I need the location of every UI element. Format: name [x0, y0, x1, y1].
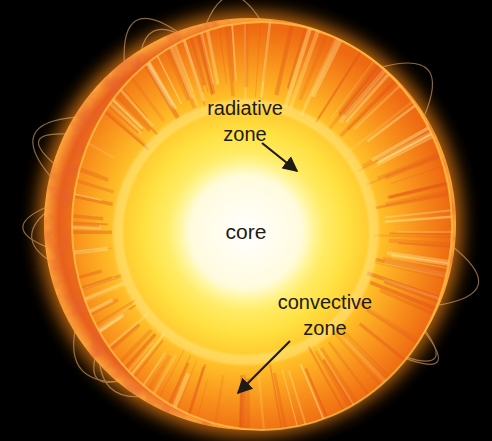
- streak: [63, 300, 135, 345]
- convection-streaks: [31, 17, 461, 441]
- streak: [138, 46, 172, 105]
- streak: [36, 186, 102, 201]
- leader-arrow: [262, 143, 297, 171]
- streak: [274, 373, 288, 441]
- zone-label: convective zone: [265, 289, 385, 341]
- zone-label: core: [226, 219, 267, 245]
- streak: [340, 69, 386, 123]
- streak: [378, 151, 445, 179]
- streak: [31, 223, 99, 226]
- streak: [372, 126, 433, 161]
- streak: [68, 315, 124, 353]
- streak: [276, 22, 292, 95]
- streak: [146, 350, 184, 423]
- streak: [263, 18, 270, 81]
- streak: [339, 326, 398, 385]
- streak: [354, 84, 402, 129]
- streak: [240, 375, 242, 441]
- streak: [376, 193, 458, 208]
- streak: [385, 209, 460, 217]
- streak: [385, 262, 457, 277]
- core-glow: [166, 152, 326, 312]
- leader-arrow: [238, 341, 290, 393]
- streak: [48, 284, 125, 317]
- streak: [165, 373, 189, 431]
- streak: [133, 355, 170, 415]
- prominence: [23, 207, 47, 247]
- streak: [261, 18, 270, 97]
- cutaway-rim: [72, 22, 452, 430]
- streak: [32, 212, 103, 219]
- streak: [103, 334, 155, 393]
- streak: [301, 38, 338, 115]
- streak: [115, 340, 163, 402]
- streak: [246, 378, 251, 441]
- streak: [329, 65, 381, 129]
- streak: [54, 300, 112, 330]
- streak: [106, 69, 148, 117]
- streak: [389, 233, 461, 236]
- streak: [244, 17, 248, 87]
- streak: [324, 359, 358, 415]
- streak: [31, 220, 107, 224]
- streak: [339, 63, 379, 114]
- streak: [367, 273, 449, 301]
- streak: [244, 17, 246, 102]
- core-circle: core: [194, 180, 298, 284]
- zone-label: radiative zone: [195, 95, 295, 147]
- streak: [92, 82, 143, 131]
- streak: [192, 380, 208, 440]
- streak: [255, 18, 261, 98]
- streak: [374, 235, 461, 237]
- streak: [259, 376, 265, 441]
- streak: [45, 156, 108, 180]
- streak: [33, 249, 108, 258]
- streak: [181, 367, 203, 437]
- streak: [83, 324, 140, 373]
- streak: [331, 60, 375, 119]
- streak: [304, 37, 336, 106]
- streak: [42, 278, 111, 302]
- streak: [126, 353, 165, 411]
- streak: [67, 305, 136, 351]
- streak: [232, 17, 236, 80]
- streak: [301, 364, 329, 431]
- streak: [212, 375, 223, 441]
- streak: [387, 253, 459, 264]
- streak: [136, 47, 178, 118]
- streak: [82, 93, 148, 149]
- streak: [94, 80, 142, 128]
- streak: [59, 127, 114, 158]
- streak: [98, 76, 150, 131]
